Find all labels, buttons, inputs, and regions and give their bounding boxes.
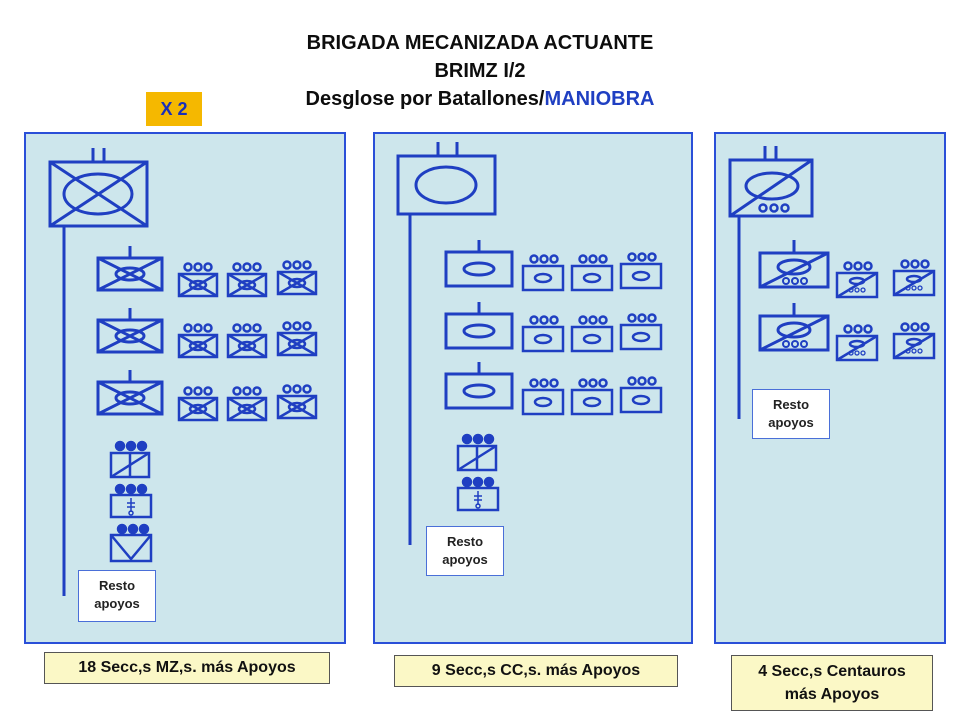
- resto-apoyos-3: Resto apoyos: [752, 389, 830, 439]
- caption-mechanized: 18 Secc,s MZ,s. más Apoyos: [44, 652, 330, 684]
- resto-apoyos-2: Resto apoyos: [426, 526, 504, 576]
- resto-1-line-2: apoyos: [94, 596, 140, 611]
- caption-centauro-line-2: más Apoyos: [784, 686, 880, 703]
- caption-centauro: 4 Secc,s Centauros más Apoyos: [731, 655, 933, 711]
- title-line-2: BRIMZ I/2: [434, 60, 526, 82]
- resto-3-line-1: Resto: [772, 397, 810, 412]
- resto-2-line-2: apoyos: [442, 552, 488, 567]
- mechanized-company-2: [96, 308, 164, 354]
- resto-1-line-1: Resto: [98, 578, 136, 593]
- mechanized-company-3: [96, 370, 164, 416]
- centauro-battalion-symbol: [728, 146, 814, 218]
- title-line-1: BRIGADA MECANIZADA ACTUANTE: [306, 32, 654, 54]
- caption-centauro-line-1: 4 Secc,s Centauros: [758, 663, 906, 680]
- resto-3-line-2: apoyos: [768, 415, 814, 430]
- mechanized-battalion-symbol: [48, 148, 149, 228]
- title-line-3: Desglose por Batallones/MANIOBRA: [180, 86, 780, 112]
- mechanized-company-1: [96, 246, 164, 292]
- resto-2-line-1: Resto: [446, 534, 484, 549]
- tank-company-2: [444, 302, 514, 350]
- title-line-3-accent: MANIOBRA: [544, 88, 655, 110]
- title-line-3-prefix: Desglose por Batallones/: [305, 88, 545, 110]
- mechanized-support-platoons: [109, 440, 153, 563]
- tank-company-3: [444, 362, 514, 410]
- resto-apoyos-1: Resto apoyos: [78, 570, 156, 622]
- centauro-platoons: [835, 259, 936, 362]
- multiplier-badge: X 2: [146, 92, 202, 126]
- tank-company-1: [444, 240, 514, 288]
- caption-tank: 9 Secc,s CC,s. más Apoyos: [394, 655, 678, 687]
- centauro-company-2: [758, 303, 830, 352]
- tank-support-platoons: [456, 433, 500, 512]
- tank-platoons: [521, 252, 663, 416]
- tank-battalion-symbol: [396, 142, 497, 216]
- centauro-company-1: [758, 240, 830, 289]
- mechanized-platoons: [177, 260, 318, 422]
